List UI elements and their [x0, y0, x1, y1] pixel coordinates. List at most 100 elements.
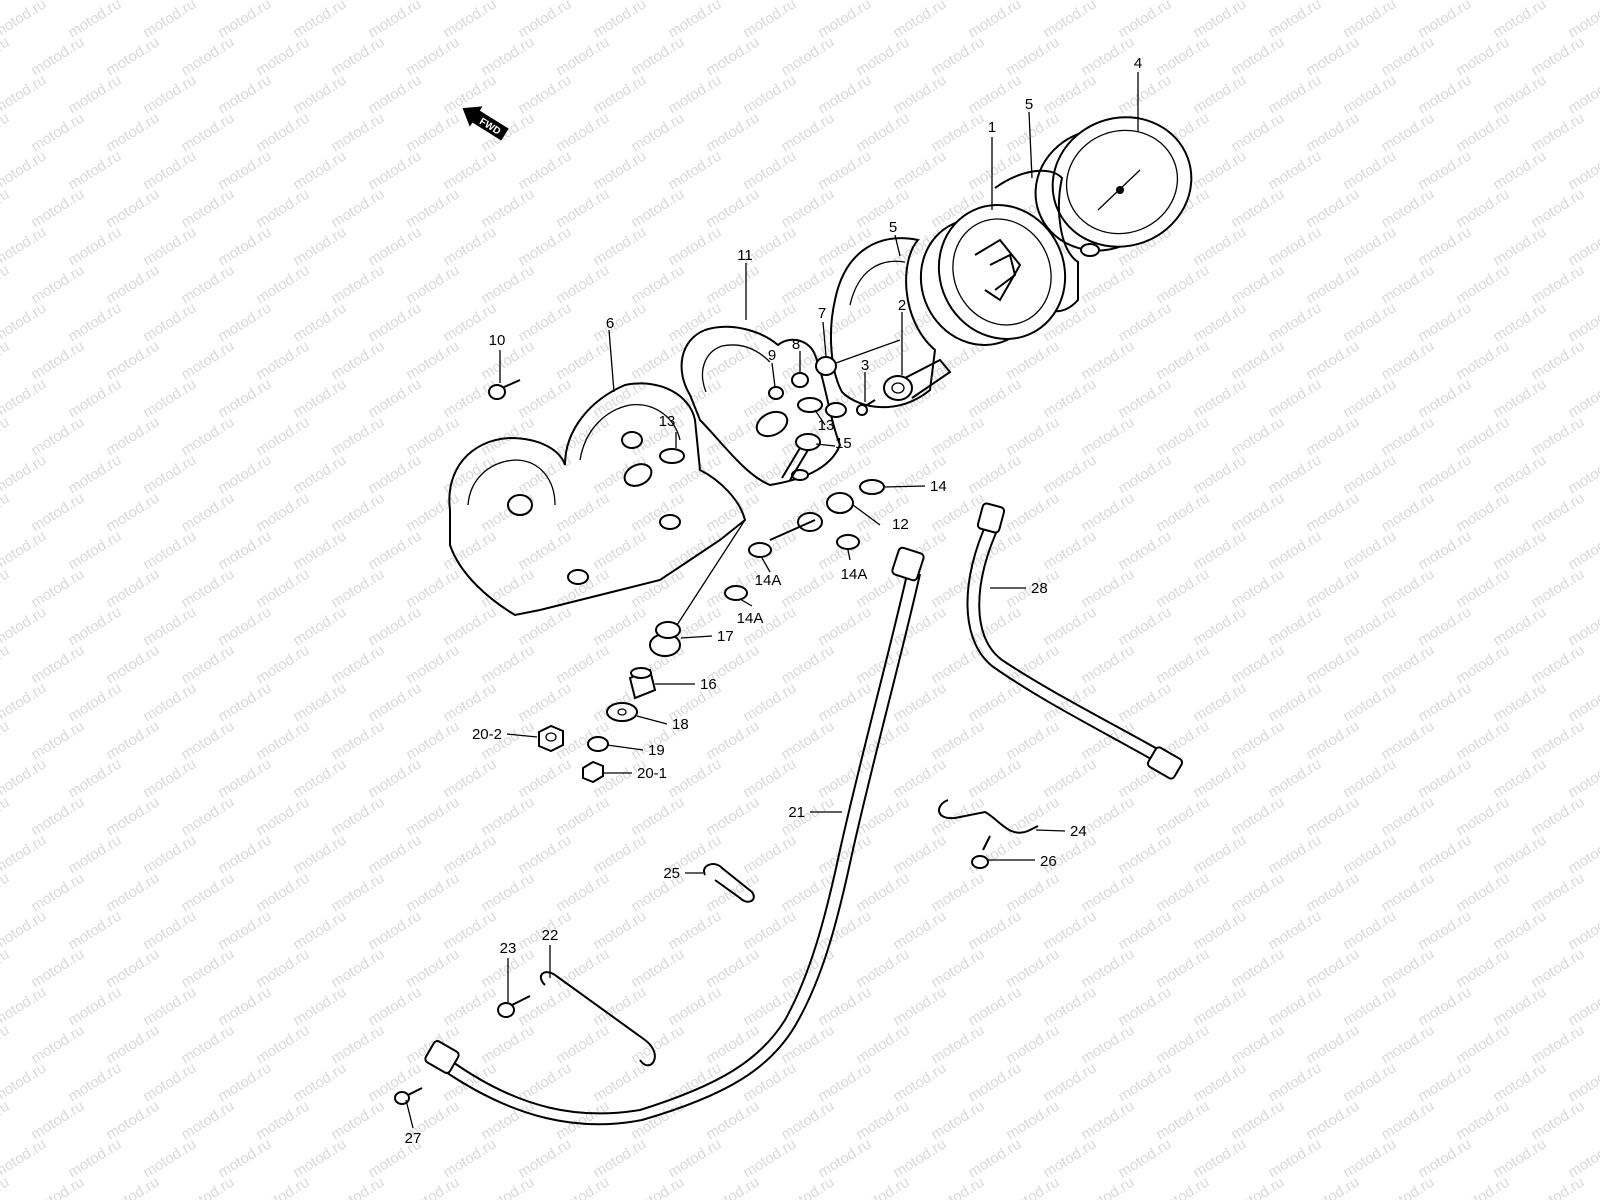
- indicator-socket: [883, 358, 952, 401]
- watermark-text: motod.ru: [740, 452, 799, 498]
- watermark-text: motod.ru: [290, 604, 349, 650]
- watermark-text: motod.ru: [290, 452, 349, 498]
- watermark-text: motod.ru: [0, 262, 12, 308]
- screw-27: [394, 1087, 423, 1105]
- callout-25: 25: [663, 865, 680, 882]
- watermark-text: motod.ru: [965, 376, 1024, 422]
- watermark-text: motod.ru: [740, 908, 799, 954]
- callout-17: 17: [717, 628, 734, 645]
- callout-22: 22: [542, 927, 559, 944]
- watermark-text: motod.ru: [365, 604, 424, 650]
- watermark-text: motod.ru: [1415, 300, 1474, 346]
- watermark-text: motod.ru: [590, 1060, 649, 1106]
- watermark-text: motod.ru: [1565, 680, 1600, 726]
- watermark-text: motod.ru: [1565, 300, 1600, 346]
- watermark-text: motod.ru: [65, 148, 124, 194]
- watermark-text: motod.ru: [0, 642, 12, 688]
- watermark-text: motod.ru: [815, 72, 874, 118]
- callout-28: 28: [1031, 580, 1048, 597]
- watermark-text: motod.ru: [590, 832, 649, 878]
- bulb-14a-group: [724, 534, 860, 601]
- watermark-text: motod.ru: [965, 984, 1024, 1030]
- watermark-text: motod.ru: [65, 680, 124, 726]
- watermark-text: motod.ru: [665, 756, 724, 802]
- watermark-text: motod.ru: [965, 452, 1024, 498]
- watermark-text: motod.ru: [215, 452, 274, 498]
- watermark-text: motod.ru: [1340, 908, 1399, 954]
- watermark-text: motod.ru: [815, 224, 874, 270]
- watermark-text: motod.ru: [890, 72, 949, 118]
- watermark-text: motod.ru: [1115, 1136, 1174, 1182]
- watermark-text: motod.ru: [0, 756, 49, 802]
- callout-2: 2: [898, 297, 906, 314]
- watermark-text: motod.ru: [65, 528, 124, 574]
- watermark-text: motod.ru: [328, 1174, 387, 1200]
- watermark-text: motod.ru: [140, 528, 199, 574]
- watermark-text: motod.ru: [740, 984, 799, 1030]
- watermark-text: motod.ru: [215, 680, 274, 726]
- callout-9: 9: [768, 347, 776, 364]
- watermark-text: motod.ru: [0, 680, 49, 726]
- watermark-text: motod.ru: [1115, 376, 1174, 422]
- watermark-text: motod.ru: [290, 224, 349, 270]
- watermark-text: motod.ru: [1340, 528, 1399, 574]
- grommet-17: [649, 519, 746, 657]
- watermark-text: motod.ru: [890, 148, 949, 194]
- watermark-text: motod.ru: [890, 680, 949, 726]
- callout-14a-right: 14A: [841, 566, 868, 583]
- watermark-text: motod.ru: [65, 376, 124, 422]
- watermark-text: motod.ru: [290, 908, 349, 954]
- watermark-text: motod.ru: [290, 72, 349, 118]
- watermark-text: motod.ru: [1190, 224, 1249, 270]
- watermark-text: motod.ru: [0, 946, 12, 992]
- watermark-text: motod.ru: [0, 1060, 49, 1106]
- bulb-14: [859, 479, 885, 495]
- cable-clip-25: [703, 863, 755, 903]
- bolt-23: [497, 995, 531, 1018]
- callout-19: 19: [648, 742, 665, 759]
- watermark-text: motod.ru: [215, 528, 274, 574]
- callout-26: 26: [1040, 853, 1057, 870]
- watermark-text: motod.ru: [140, 300, 199, 346]
- watermark-text: motod.ru: [515, 680, 574, 726]
- watermark-text: motod.ru: [515, 148, 574, 194]
- callout-16: 16: [700, 676, 717, 693]
- watermark-text: motod.ru: [815, 604, 874, 650]
- callout-5-lower: 5: [889, 219, 897, 236]
- watermark-text: motod.ru: [515, 1060, 574, 1106]
- watermark-text: motod.ru: [0, 1098, 12, 1144]
- watermark-text: motod.ru: [0, 338, 12, 384]
- watermark-text: motod.ru: [1378, 1174, 1437, 1200]
- watermark-text: motod.ru: [0, 1136, 49, 1182]
- watermark-text: motod.ru: [1190, 1136, 1249, 1182]
- watermark-text: motod.ru: [0, 300, 49, 346]
- watermark-text: motod.ru: [1490, 908, 1549, 954]
- watermark-text: motod.ru: [365, 908, 424, 954]
- watermark-text: motod.ru: [140, 72, 199, 118]
- watermark-text: motod.ru: [65, 72, 124, 118]
- watermark-text: motod.ru: [1303, 1174, 1362, 1200]
- bulb-socket-12: [769, 492, 854, 541]
- watermark-text: motod.ru: [1265, 148, 1324, 194]
- watermark-text: motod.ru: [0, 110, 12, 156]
- watermark-text: motod.ru: [815, 148, 874, 194]
- watermark-text: motod.ru: [140, 224, 199, 270]
- watermark-text: motod.ru: [1415, 1060, 1474, 1106]
- watermark-text: motod.ru: [1115, 1060, 1174, 1106]
- watermark-text: motod.ru: [1265, 224, 1324, 270]
- watermark-text: motod.ru: [1340, 300, 1399, 346]
- watermark-text: motod.ru: [290, 756, 349, 802]
- watermark-text: motod.ru: [140, 1136, 199, 1182]
- watermark-text: motod.ru: [1040, 984, 1099, 1030]
- watermark-text: motod.ru: [665, 72, 724, 118]
- watermark-text: motod.ru: [665, 1136, 724, 1182]
- nut-20-1: [582, 760, 604, 784]
- watermark-text: motod.ru: [290, 984, 349, 1030]
- watermark-text: motod.ru: [1190, 1060, 1249, 1106]
- callout-12: 12: [892, 516, 909, 533]
- watermark-text: motod.ru: [0, 794, 12, 840]
- watermark-text: motod.ru: [1565, 756, 1600, 802]
- bulb-13-group: [659, 397, 823, 464]
- watermark-text: motod.ru: [440, 1136, 499, 1182]
- watermark-text: motod.ru: [1490, 376, 1549, 422]
